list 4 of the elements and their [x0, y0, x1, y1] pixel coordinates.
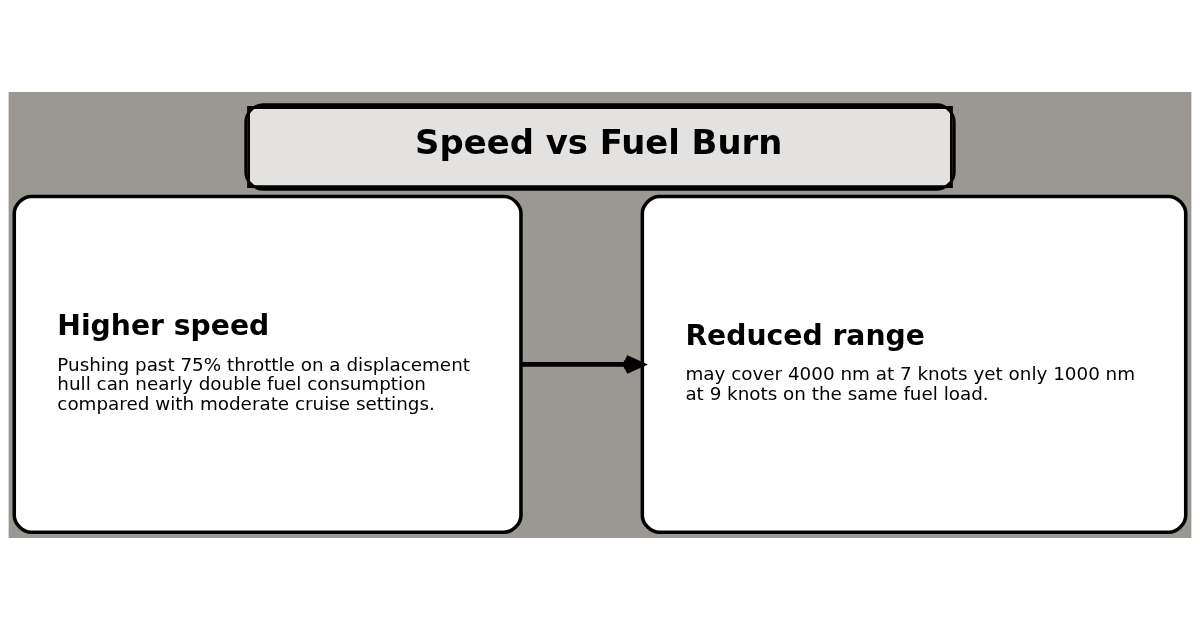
node-box: Higher speed Pushing past 75% throttle on a displacement hull can nearly double fuel consumption compared with moderate cruise settings. — [12, 194, 523, 535]
diagram-title: Speed vs Fuel Burn — [415, 123, 783, 163]
arrow — [521, 354, 645, 374]
node-box: Reduced range may cover 4000 nm at 7 knots yet only 1000 nm at 9 knots on the same fuel load. — [640, 194, 1188, 535]
